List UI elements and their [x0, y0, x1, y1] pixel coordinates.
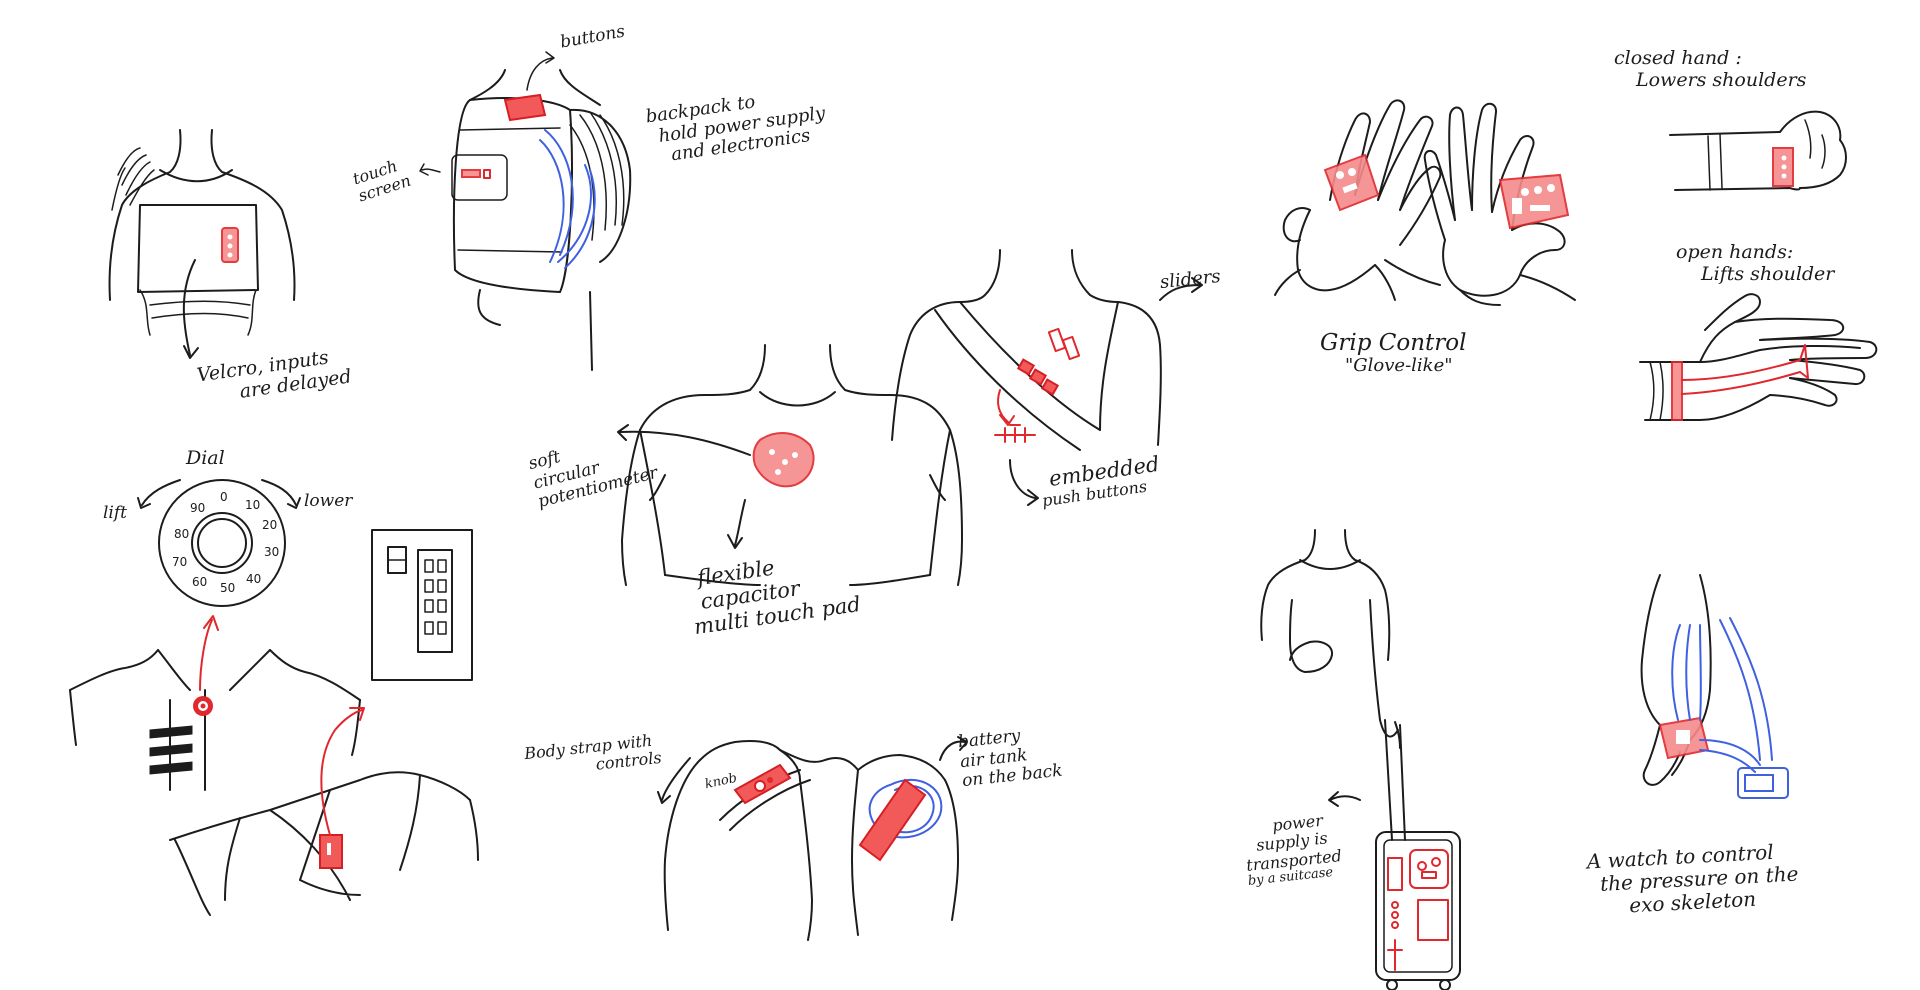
- necklace-chest-sketch: [69, 615, 479, 916]
- gloves-sketch: [1274, 99, 1576, 306]
- dial-sketch: 0 10 20 30 40 50 60 70 80 90: [137, 479, 301, 607]
- open-hands-label-line: open hands:: [1676, 241, 1794, 263]
- dial-number: 40: [246, 572, 261, 586]
- lift-label: lift: [103, 503, 127, 523]
- keypad-box-sketch: [371, 529, 473, 681]
- capacitor-torso-sketch: [617, 344, 963, 586]
- dial-number: 80: [174, 527, 189, 541]
- suitcase-person-sketch: [1260, 529, 1461, 990]
- dial-number: 10: [245, 498, 260, 512]
- watch-arm-sketch: [1640, 574, 1789, 799]
- open-hands-label: open hands: Lifts shoulder: [1676, 241, 1835, 286]
- dial-number: 30: [264, 545, 279, 559]
- dial-title: Dial: [186, 447, 225, 469]
- dial-number: 90: [190, 501, 205, 515]
- body-strap-sketch: [657, 736, 968, 941]
- closed-hand-label: closed hand : Lowers shoulders: [1614, 47, 1807, 92]
- open-hands-label-line: Lifts shoulder: [1701, 262, 1835, 285]
- backpack-sketch: [419, 51, 632, 371]
- closed-hand-label-line: closed hand :: [1614, 47, 1742, 69]
- closed-hand-sketch: [1669, 110, 1847, 191]
- sash-torso-sketch: [891, 249, 1203, 506]
- grip-control-label-line: Grip Control: [1320, 330, 1467, 356]
- power-supply-label: power supply is transported by a suitcas…: [1242, 810, 1345, 890]
- dial-number: 20: [262, 518, 277, 532]
- grip-control-label: Grip Control "Glove-like": [1320, 330, 1466, 377]
- closed-hand-label-line: Lowers shoulders: [1636, 68, 1807, 91]
- watch-label: A watch to control the pressure on the e…: [1586, 840, 1800, 920]
- dial-number: 50: [220, 581, 235, 595]
- dial-number: 70: [172, 555, 187, 569]
- open-hand-sketch: [1639, 293, 1878, 421]
- battery-label: battery air tank on the back: [957, 723, 1063, 792]
- chest-band-sketch: [108, 129, 296, 359]
- dial-number: 60: [192, 575, 207, 589]
- lower-label: lower: [304, 491, 353, 511]
- grip-control-label-line: "Glove-like": [1345, 355, 1453, 377]
- dial-number: 0: [220, 490, 228, 504]
